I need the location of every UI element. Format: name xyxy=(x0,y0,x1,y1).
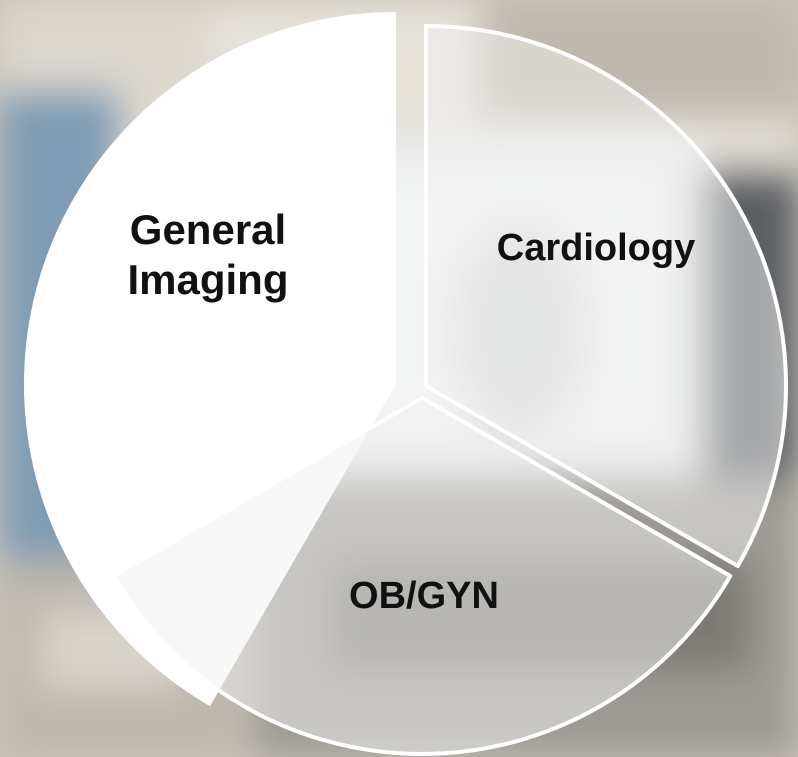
segment-cardiology-label: Cardiology xyxy=(497,227,695,269)
segment-obgyn-shape xyxy=(111,396,733,756)
segment-obgyn-label: OB/GYN xyxy=(349,575,499,617)
segment-cardiology: Cardiology xyxy=(424,24,789,568)
segment-general-imaging-label: Imaging xyxy=(127,256,288,303)
segment-cardiology-shape xyxy=(424,24,789,568)
segment-general-imaging-label: General xyxy=(130,206,286,253)
segment-obgyn: OB/GYN xyxy=(111,396,733,756)
